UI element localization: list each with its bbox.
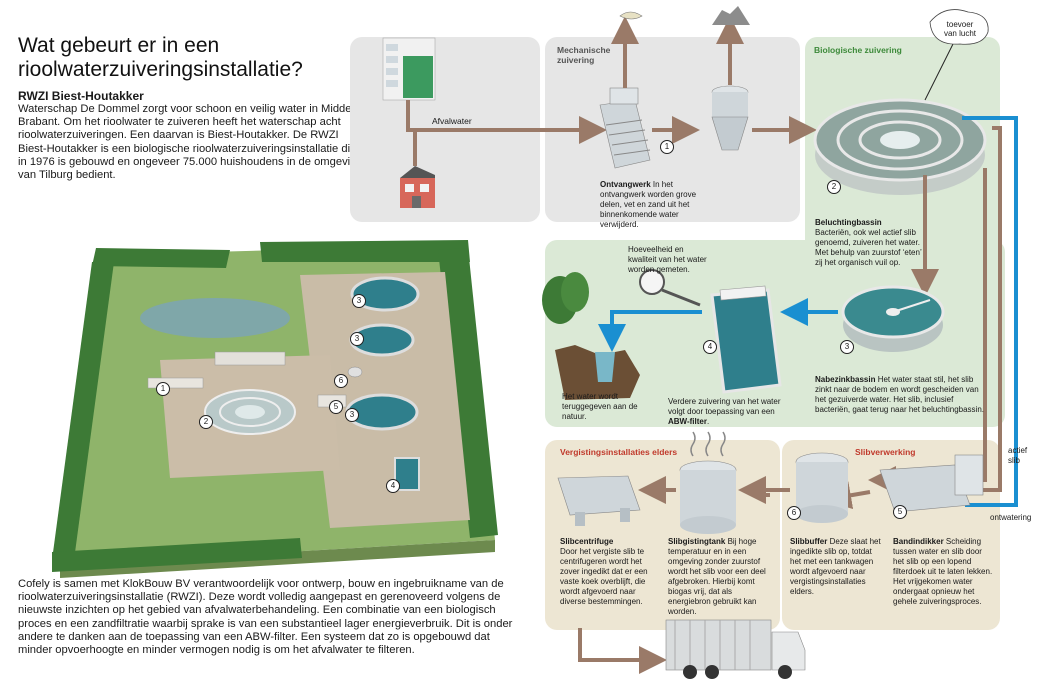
step-number-5: 5 bbox=[893, 505, 907, 519]
label-dewatering: ontwatering bbox=[990, 513, 1032, 522]
step-number-2: 2 bbox=[827, 180, 841, 194]
map-number-4: 4 bbox=[386, 479, 400, 493]
panel-title-mechanical: Mechanische zuivering bbox=[557, 45, 611, 65]
caption-nabezink: Nabezinkbassin Het water staat stil, het… bbox=[815, 375, 985, 414]
caption-slibbuffer: Slibbuffer Deze slaat het ingedikte slib… bbox=[790, 537, 881, 596]
map-number-3c: 3 bbox=[345, 408, 359, 422]
map-number-5: 5 bbox=[329, 400, 343, 414]
label-afvalwater: Afvalwater bbox=[432, 116, 472, 126]
caption-ontvangwerk: Ontvangwerk In het ontvangwerk worden gr… bbox=[600, 180, 697, 229]
map-number-3b: 3 bbox=[350, 332, 364, 346]
plant-name: RWZI Biest-Houtakker bbox=[18, 89, 144, 103]
map-number-1: 1 bbox=[156, 382, 170, 396]
panel-digestion bbox=[545, 440, 780, 630]
caption-return-nature: Het water wordt teruggegeven aan de natu… bbox=[562, 392, 638, 421]
caption-bandindikker: Bandindikker Scheiding tussen water en s… bbox=[893, 537, 993, 606]
panel-title-biological: Biologische zuivering bbox=[814, 45, 902, 55]
map-number-6: 6 bbox=[334, 374, 348, 388]
intro-text: Waterschap De Dommel zorgt voor schoon e… bbox=[18, 103, 363, 182]
caption-abw: Verdere zuivering van het water volgt do… bbox=[668, 397, 781, 426]
label-active-sludge: actief slib bbox=[1008, 446, 1028, 465]
outro-text: Cofely is samen met KlokBouw BV verantwo… bbox=[18, 578, 513, 657]
caption-gistingtank: Slibgistingtank Bij hoge temperatuur en … bbox=[668, 537, 766, 616]
page-title: Wat gebeurt er in een rioolwaterzuiverin… bbox=[18, 34, 303, 81]
step-number-6: 6 bbox=[787, 506, 801, 520]
step-number-4: 4 bbox=[703, 340, 717, 354]
panel-title-sludge: Slibverwerking bbox=[855, 447, 916, 457]
panel-title-digestion: Vergistingsinstallaties elders bbox=[560, 447, 678, 457]
label-air-supply: toevoer van lucht bbox=[943, 20, 977, 38]
label-measurement: Hoeveelheid en kwaliteit van het water w… bbox=[628, 245, 707, 274]
map-number-3a: 3 bbox=[352, 294, 366, 308]
step-number-1: 1 bbox=[660, 140, 674, 154]
step-number-3: 3 bbox=[840, 340, 854, 354]
map-number-2: 2 bbox=[199, 415, 213, 429]
caption-centrifuge: Slibcentrifuge Door het vergiste slib te… bbox=[560, 537, 648, 606]
